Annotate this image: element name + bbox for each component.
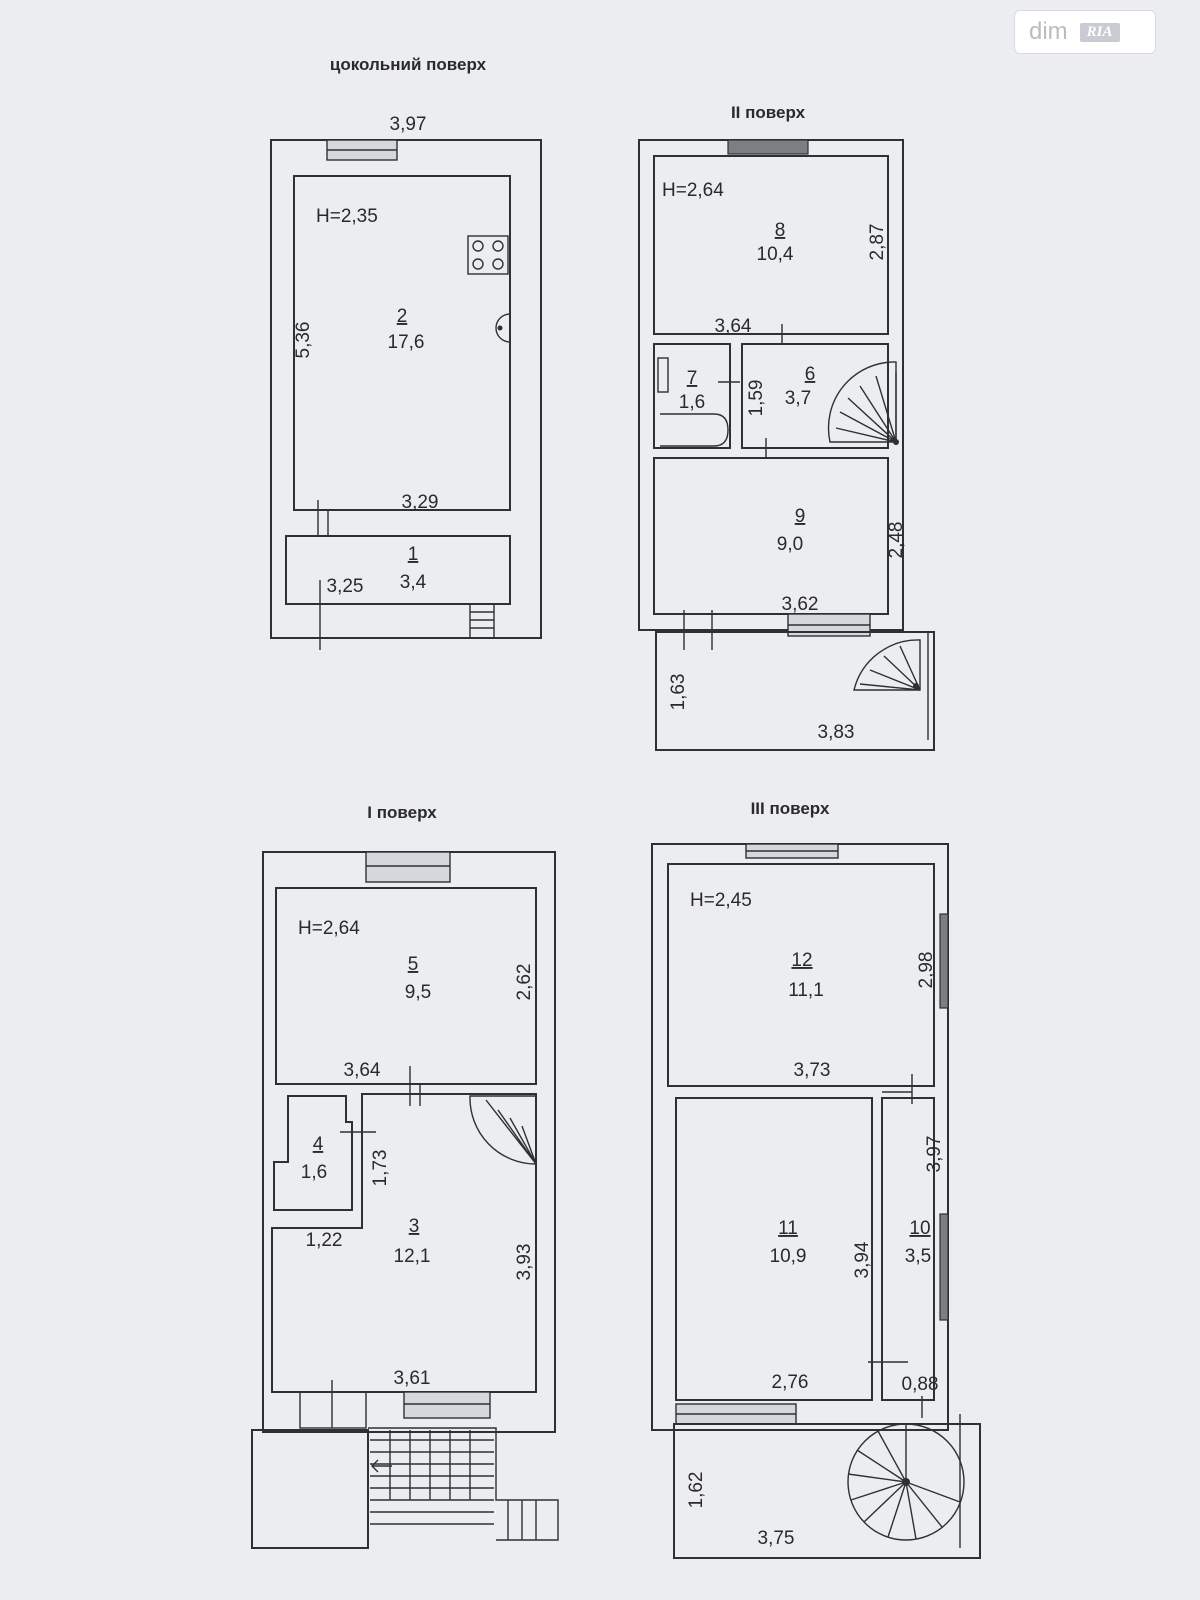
room-5-area: 9,5 [405, 982, 431, 1003]
floor2-balcony-stair-icon [853, 639, 921, 691]
floor3-dim-mid: 3,73 [794, 1060, 831, 1081]
room-10-number: 10 [909, 1218, 930, 1239]
floor3-plan: III поверх H=2,45 12 11,1 2,98 3,73 11 1… [651, 799, 981, 1559]
floor2-dim-bottom: 3,62 [782, 594, 819, 615]
room-11-number: 11 [778, 1218, 798, 1239]
room-3-area: 12,1 [394, 1246, 431, 1267]
floor3-dim-right-top: 2,98 [916, 952, 937, 989]
floor2-room-6 [741, 343, 889, 449]
floor2-spiral-stair-icon [827, 361, 899, 445]
floor2-height: H=2,64 [662, 180, 724, 201]
basement-room-1 [285, 535, 511, 605]
dimria-watermark: dim RIA [1014, 10, 1156, 54]
room-8-area: 10,4 [757, 244, 794, 265]
room-8-number: 8 [775, 220, 786, 241]
floor2-balcony [655, 631, 935, 751]
floor2-dim-balcony-depth: 1,63 [668, 674, 689, 711]
basement-outer-wall [270, 139, 542, 639]
sink-icon [495, 313, 511, 343]
floor3-side-window-top [939, 913, 949, 1009]
floor1-plan: I поверх H=2,64 5 9,5 2,62 3,64 4 1,6 1,… [251, 803, 559, 1549]
floor1-top-window [365, 851, 451, 883]
floor1-entrance-door [403, 1391, 491, 1419]
floor1-room-3 [271, 1093, 537, 1393]
room-7-area: 1,6 [679, 392, 705, 413]
room-9-number: 9 [795, 506, 806, 527]
floor3-dim-corridor-width: 0,88 [902, 1374, 939, 1395]
room-1-number: 1 [408, 544, 419, 565]
floor2-dim-right-bottom: 2,48 [886, 522, 907, 559]
bathtub-icon [657, 357, 729, 447]
floor1-room-5 [275, 887, 537, 1085]
floor2-dim-right-top: 2,87 [867, 224, 888, 261]
floor3-room-10 [881, 1097, 935, 1401]
basement-dim-top: 3,97 [390, 114, 427, 135]
floor2-room-8 [653, 155, 889, 335]
floor3-side-window-bottom [939, 1213, 949, 1321]
floor1-height: H=2,64 [298, 918, 360, 939]
floor3-outer-wall [651, 843, 949, 1431]
floor2-room-7 [653, 343, 731, 449]
basement-dim-room2-bottom: 3,29 [402, 492, 439, 513]
room-10-area: 3,5 [905, 1246, 931, 1267]
floor3-dim-balcony-width: 3,75 [758, 1528, 795, 1549]
room-7-number: 7 [687, 368, 698, 389]
room-2-number: 2 [397, 306, 408, 327]
room-4-number: 4 [313, 1134, 324, 1155]
floor2-dim-bath-depth: 1,59 [746, 380, 767, 417]
basement-dim-left: 5,36 [293, 322, 314, 359]
floor1-dim-closet-width: 1,22 [306, 1230, 343, 1251]
floor2-dim-mid: 3,64 [715, 316, 752, 337]
floor3-dim-corridor-depth: 3,97 [924, 1136, 945, 1173]
room-9-area: 9,0 [777, 534, 803, 555]
floor3-spiral-stair-icon [847, 1423, 965, 1541]
floor2-title: II поверх [731, 103, 806, 122]
floor1-title: I поверх [367, 803, 437, 822]
floor2-room-9 [653, 457, 889, 615]
floor2-dim-balcony-width: 3,83 [818, 722, 855, 743]
basement-height: H=2,35 [316, 206, 378, 227]
basement-dim-room1-width: 3,25 [327, 576, 364, 597]
floor1-dim-closet-depth: 1,73 [370, 1150, 391, 1187]
floor1-dim-right-bottom: 3,93 [514, 1244, 535, 1281]
floor3-balcony [673, 1423, 981, 1559]
floor2-outer-wall [638, 139, 904, 631]
floor1-room-4 [273, 1095, 353, 1211]
basement-title: цокольний поверх [330, 55, 487, 74]
stove-icon [467, 235, 509, 275]
floor1-dim-mid: 3,64 [344, 1060, 381, 1081]
floor3-dim-room11-width: 2,76 [772, 1372, 809, 1393]
room-2-area: 17,6 [388, 332, 425, 353]
floor3-height: H=2,45 [690, 890, 752, 911]
floor3-room-12 [667, 863, 935, 1087]
floor1-dim-bottom: 3,61 [394, 1368, 431, 1389]
floor1-outer-wall [262, 851, 556, 1433]
room-6-area: 3,7 [785, 388, 811, 409]
floor2-top-window [727, 139, 809, 155]
floor3-dim-balcony-depth: 1,62 [686, 1472, 707, 1509]
basement-room-2 [293, 175, 511, 511]
basement-stair-icon [469, 603, 495, 639]
floor1-spiral-stair-icon [469, 1095, 537, 1165]
room-5-number: 5 [408, 954, 419, 975]
floor3-title: III поверх [751, 799, 830, 818]
room-3-number: 3 [409, 1216, 420, 1237]
floor2-plan: II поверх H=2,64 8 10,4 2,87 3,64 7 1,6 … [638, 103, 935, 751]
room-11-area: 10,9 [770, 1246, 807, 1267]
room-6-number: 6 [805, 364, 816, 385]
floor3-room-11 [675, 1097, 873, 1401]
entrance-steps-icon [251, 1427, 559, 1549]
watermark-brand: dim [1029, 18, 1068, 45]
room-4-area: 1,6 [301, 1162, 327, 1183]
watermark-badge: RIA [1079, 22, 1120, 42]
room-12-number: 12 [791, 950, 812, 971]
room-12-area: 11,1 [788, 980, 824, 1001]
floor3-dim-room11-depth: 3,94 [852, 1241, 873, 1278]
room-1-area: 3,4 [400, 572, 427, 593]
basement-plan: цокольний поверх 3,97 H=2,35 5,36 2 17,6… [270, 55, 542, 650]
floor1-dim-right-top: 2,62 [514, 964, 535, 1001]
